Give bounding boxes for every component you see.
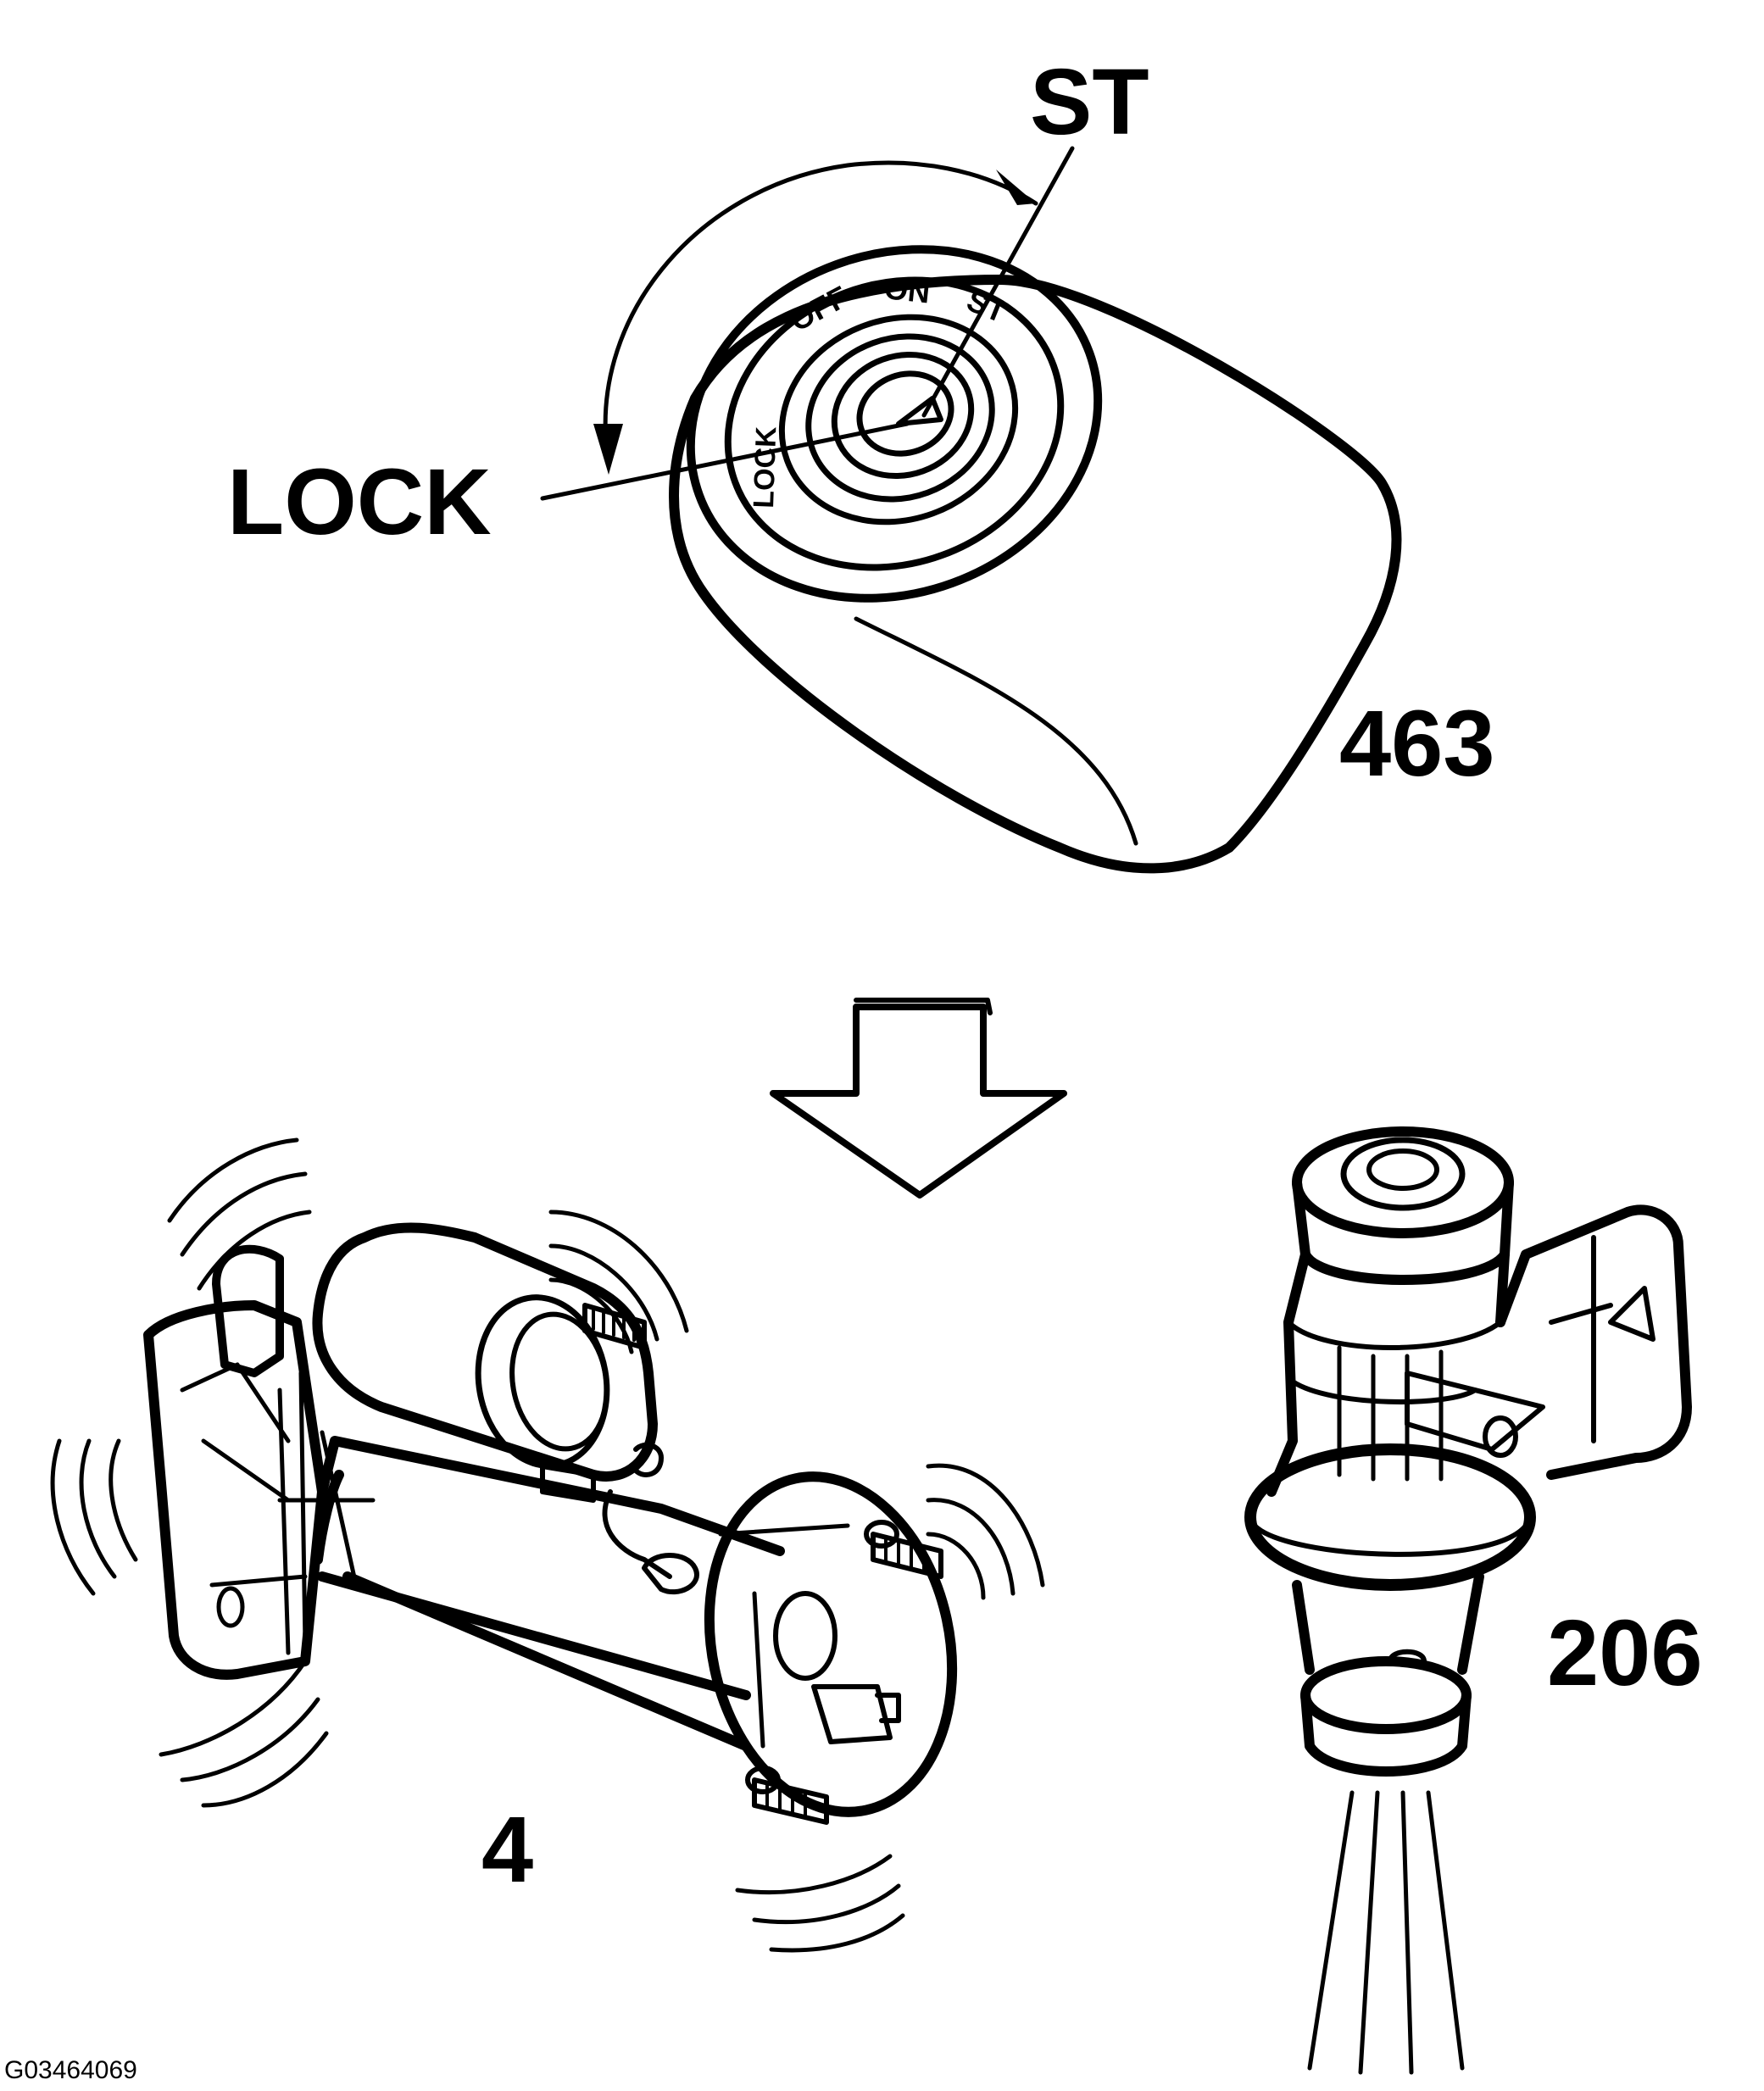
label-st: ST [1030,50,1149,154]
ignition-switch-icon: LOCK OFF ON ST [540,146,1402,874]
label-injector-ref: 206 [1547,1601,1703,1705]
label-starter-ref: 4 [481,1798,533,1902]
figure-id: G03464069 [4,2056,137,2084]
label-lock: LOCK [227,450,492,554]
label-switch-ref: 463 [1339,692,1495,796]
position-label-on: ON [882,270,932,309]
down-arrow-icon [770,998,1067,1198]
position-label-lock: LOCK [748,425,782,509]
fuel-injector-icon [1244,1126,1692,2075]
starter-motor-icon [50,1137,1045,1953]
